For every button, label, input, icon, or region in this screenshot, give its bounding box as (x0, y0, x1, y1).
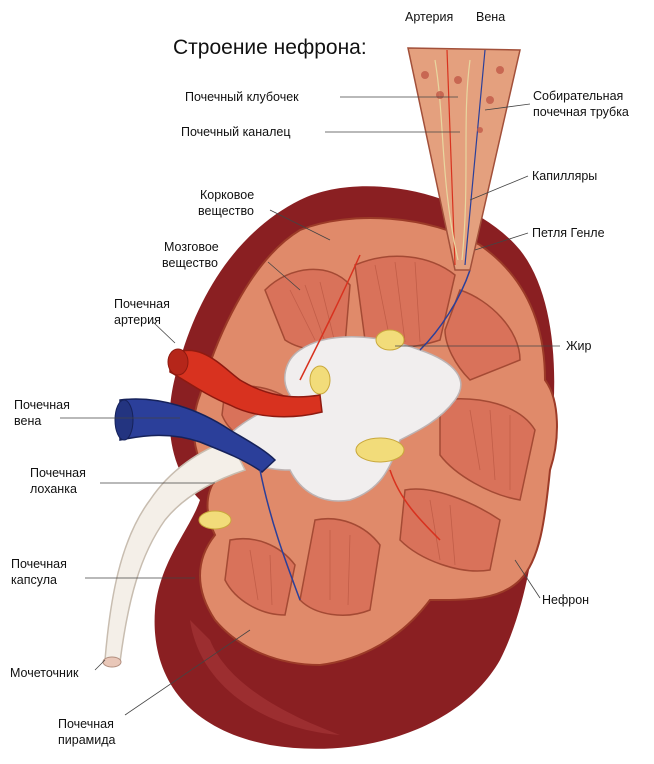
label-capillaries: Капилляры (532, 169, 597, 183)
label-renal-vein-1: Почечная (14, 398, 70, 412)
label-fat: Жир (566, 339, 592, 353)
label-collecting-duct-2: почечная трубка (533, 105, 629, 119)
label-renal-artery-1: Почечная (114, 297, 170, 311)
label-medulla-2: вещество (162, 256, 218, 270)
label-vein-top: Вена (476, 10, 505, 24)
label-medulla-1: Мозговое (164, 240, 219, 254)
label-renal-artery-2: артерия (114, 313, 161, 327)
label-tubule: Почечный каналец (181, 125, 291, 139)
label-renal-vein-2: вена (14, 414, 41, 428)
label-renal-pyramid-1: Почечная (58, 717, 114, 731)
label-cortex-1: Корковое (200, 188, 254, 202)
pyramid-2 (355, 256, 455, 347)
label-ureter: Мочеточник (10, 666, 79, 680)
label-glomerulus: Почечный клубочек (185, 90, 299, 104)
label-nephron: Нефрон (542, 593, 589, 607)
pyramid-6 (300, 519, 380, 615)
label-cortex-2: вещество (198, 204, 254, 218)
label-renal-pyramid-2: пирамида (58, 733, 116, 747)
ureter-opening (103, 657, 121, 667)
label-renal-capsule-1: Почечная (11, 557, 67, 571)
label-renal-pelvis-1: Почечная (30, 466, 86, 480)
label-renal-pelvis-2: лоханка (30, 482, 77, 496)
diagram-title: Строение нефрона: (173, 36, 367, 59)
label-collecting-duct-1: Собирательная (533, 89, 623, 103)
renal-artery-end (168, 349, 188, 375)
label-renal-capsule-2: капсула (11, 573, 57, 587)
label-artery-top: Артерия (405, 10, 453, 24)
label-henle-loop: Петля Генле (532, 226, 605, 240)
renal-vein-end (115, 400, 133, 440)
